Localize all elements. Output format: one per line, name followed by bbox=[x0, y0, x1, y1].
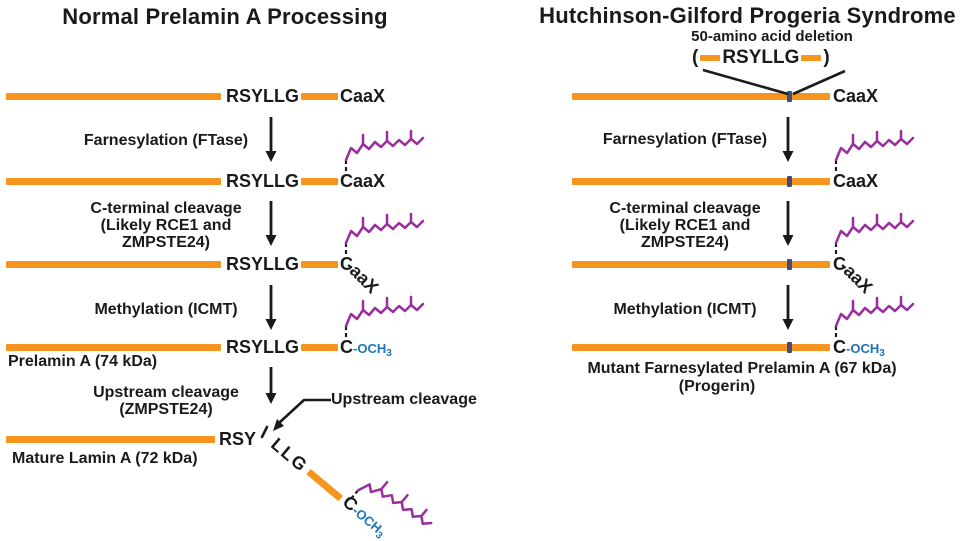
protein-bar bbox=[6, 178, 221, 185]
caax-label: CaaX bbox=[340, 86, 386, 106]
rsyllg-label: RSYLLG bbox=[226, 254, 300, 274]
methyl-och-label: -OCH bbox=[846, 341, 880, 356]
arrow-down-icon bbox=[265, 201, 277, 246]
protein-bar bbox=[6, 344, 221, 351]
protein-bar-segment bbox=[301, 344, 338, 351]
step-label-farnesylation: Farnesylation (FTase) bbox=[83, 132, 249, 149]
arrow-down-icon bbox=[265, 285, 277, 330]
deleted-region: ( RSYLLG ) bbox=[692, 47, 830, 69]
deletion-site-tick bbox=[787, 91, 792, 102]
protein-bar bbox=[572, 261, 830, 268]
protein-bar bbox=[6, 436, 215, 443]
right-panel-title: Hutchinson-Gilford Progeria Syndrome bbox=[539, 3, 956, 28]
farnesyl-icon bbox=[344, 129, 425, 173]
deletion-site-tick bbox=[787, 176, 792, 187]
methyl-och-label: -OCH bbox=[353, 341, 387, 356]
cleaved-aax-label: -aaX bbox=[835, 256, 877, 298]
deletion-site-tick bbox=[787, 342, 792, 353]
protein-bar bbox=[572, 344, 830, 351]
rsyllg-label: RSYLLG bbox=[226, 171, 300, 191]
paren-open: ( bbox=[692, 47, 699, 68]
step-line: Upstream cleavage bbox=[93, 384, 239, 401]
step-line: ZMPSTE24) bbox=[121, 234, 210, 251]
protein-bar-segment bbox=[306, 468, 344, 501]
rsy-label: RSY bbox=[219, 429, 257, 449]
deletion-label: 50-amino acid deletion bbox=[691, 28, 853, 45]
protein-bar bbox=[6, 261, 221, 268]
rsyllg-label: RSYLLG bbox=[226, 337, 300, 357]
protein-bar bbox=[6, 93, 221, 100]
caax-label: CaaX bbox=[833, 171, 879, 191]
farnesyl-icon bbox=[344, 212, 425, 256]
c-och3-label: C-OCH3 bbox=[833, 338, 885, 360]
rsyllg-label: RSYLLG bbox=[226, 86, 300, 106]
cysteine-label: C bbox=[340, 254, 353, 274]
step-line: (ZMPSTE24) bbox=[119, 401, 213, 418]
protein-bar bbox=[572, 178, 830, 185]
cleaved-llg-fragment: LLG C-OCH3 bbox=[266, 433, 437, 541]
arrow-down-icon bbox=[265, 367, 277, 404]
caax-label: CaaX bbox=[340, 171, 386, 191]
cysteine-label: C bbox=[340, 337, 353, 357]
farnesyl-icon bbox=[834, 212, 915, 256]
protein-bar bbox=[572, 93, 830, 100]
step-label-upstream-cleavage: Upstream cleavage (ZMPSTE24) bbox=[66, 384, 266, 418]
cleavage-site-mark bbox=[260, 425, 269, 439]
cleaved-aax-label: -aaX bbox=[341, 256, 383, 298]
upstream-cleavage-annotation: Upstream cleavage bbox=[331, 391, 477, 408]
step-line: (Likely RCE1 and bbox=[100, 217, 232, 234]
deleted-bar-segment bbox=[801, 55, 822, 61]
farnesyl-icon bbox=[834, 295, 915, 339]
step-line: ZMPSTE24) bbox=[640, 234, 729, 251]
step-label-farnesylation: Farnesylation (FTase) bbox=[602, 131, 768, 148]
step-label-methylation: Methylation (ICMT) bbox=[613, 301, 757, 318]
deletion-v-lines bbox=[702, 68, 846, 96]
progerin-caption-line1: Mutant Farnesylated Prelamin A (67 kDa) bbox=[587, 360, 897, 377]
step-line: C-terminal cleavage bbox=[90, 200, 242, 217]
paren-close: ) bbox=[823, 47, 830, 68]
step-line: C-terminal cleavage bbox=[609, 200, 761, 217]
left-panel-title: Normal Prelamin A Processing bbox=[62, 4, 388, 29]
c-och3-label: C-OCH3 bbox=[340, 338, 392, 360]
prelamin-a-caption: Prelamin A (74 kDa) bbox=[8, 353, 158, 370]
protein-bar-segment bbox=[301, 261, 338, 268]
step-label-cterm-cleavage: C-terminal cleavage (Likely RCE1 and ZMP… bbox=[66, 200, 266, 251]
cysteine-label: C bbox=[833, 254, 846, 274]
protein-bar-segment bbox=[301, 93, 338, 100]
caax-label: CaaX bbox=[833, 86, 879, 106]
step-label-cterm-cleavage: C-terminal cleavage (Likely RCE1 and ZMP… bbox=[585, 200, 785, 251]
methyl-subscript: 3 bbox=[386, 348, 392, 359]
progerin-caption-line2: (Progerin) bbox=[678, 378, 756, 395]
mature-lamin-caption: Mature Lamin A (72 kDa) bbox=[12, 450, 198, 467]
step-line: (Likely RCE1 and bbox=[619, 217, 751, 234]
step-label-methylation: Methylation (ICMT) bbox=[94, 301, 238, 318]
rsyllg-label: RSYLLG bbox=[722, 47, 800, 68]
llg-label: LLG bbox=[267, 433, 313, 476]
cysteine-label: C bbox=[833, 337, 846, 357]
methyl-subscript: 3 bbox=[879, 348, 885, 359]
upstream-cleavage-pointer-arrow bbox=[273, 398, 331, 431]
deletion-site-tick bbox=[787, 259, 792, 270]
farnesyl-icon bbox=[834, 129, 915, 173]
protein-bar-segment bbox=[301, 178, 338, 185]
deleted-bar-segment bbox=[700, 55, 721, 61]
farnesyl-icon bbox=[344, 295, 425, 339]
arrow-down-icon bbox=[265, 117, 277, 162]
